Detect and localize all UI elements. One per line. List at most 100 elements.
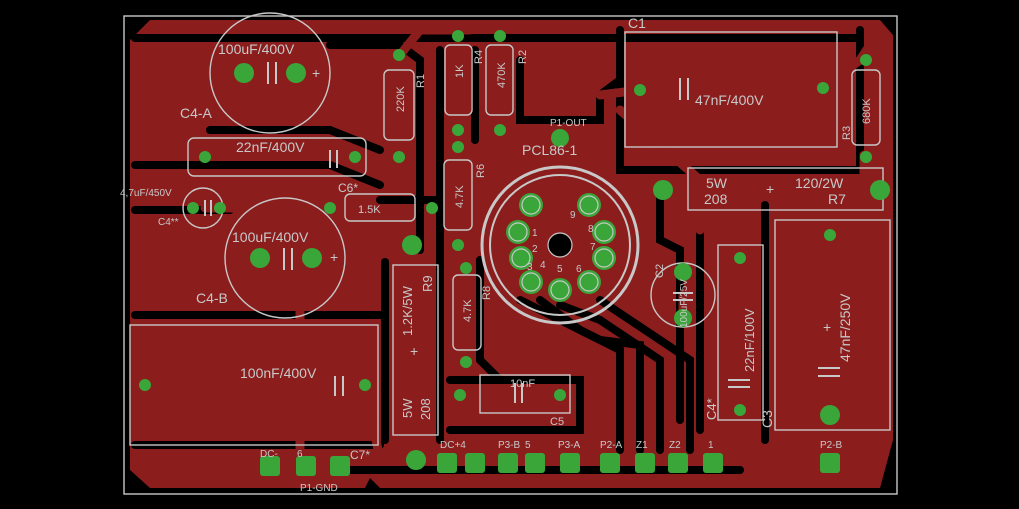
c6-outline — [187, 137, 367, 177]
pad-c4b-1 — [250, 248, 270, 268]
pad-r9-2 — [406, 450, 426, 470]
tube-pin-label-4: 4 — [540, 260, 546, 271]
plus-c4b: + — [330, 249, 338, 265]
r9-outline — [392, 264, 439, 436]
plus-c3: + — [823, 319, 831, 335]
pad-r4-1 — [452, 30, 464, 42]
conn-z1-label: Z1 — [636, 440, 648, 451]
c5-outline — [479, 374, 571, 414]
c3-ref: C3 — [759, 410, 775, 428]
pad-r8-2 — [460, 356, 472, 368]
pad-r6-1 — [452, 141, 464, 153]
r9-value: 1.2K/5W — [400, 285, 415, 336]
pad-p3a — [560, 453, 580, 473]
p1out-label: P1-OUT — [550, 118, 587, 129]
r9-power: 5W — [400, 398, 415, 418]
tube-pin-label-9: 9 — [570, 210, 576, 221]
c6-value: 22nF/400V — [236, 139, 305, 155]
conn-p2a-label: P2-A — [600, 440, 623, 451]
pad-r3-1 — [860, 54, 872, 66]
tube-pin-label-7: 7 — [590, 242, 596, 253]
tube-pin-label-6: 6 — [576, 264, 582, 275]
tube-pin-label-3: 3 — [527, 262, 533, 273]
pad-r1-1 — [393, 49, 405, 61]
c1-value: 47nF/400V — [695, 92, 764, 108]
pad-dcplus-1 — [437, 453, 457, 473]
r2-ref: R2 — [517, 50, 529, 64]
c7-value: 100nF/400V — [240, 365, 317, 381]
conn-z2-label: Z2 — [669, 440, 681, 451]
pad-c4s-1 — [734, 252, 746, 264]
r2-value: 470K — [496, 62, 508, 88]
tube-ref: PCL86-1 — [522, 142, 577, 158]
r3-outline — [851, 69, 881, 146]
conn-p3a-label: P3-A — [558, 440, 581, 451]
r3-value: 680K — [861, 98, 873, 124]
r1-outline — [383, 69, 415, 141]
c4a-value: 100uF/400V — [218, 41, 295, 57]
pad-c6-2 — [349, 151, 361, 163]
pad-c7-1 — [139, 379, 151, 391]
pad-r7-1 — [653, 180, 673, 200]
tube-pin-label-5: 5 — [557, 264, 563, 275]
c6-ref: C6* — [338, 181, 358, 195]
r7-value: 120/2W — [795, 175, 844, 191]
tube-pin-label-1: 1 — [532, 228, 538, 239]
pad-c4s-2 — [734, 404, 746, 416]
c2-ref: C2 — [654, 264, 666, 278]
pad-p3b — [498, 453, 518, 473]
c4a-ref: C4-A — [180, 105, 213, 121]
pad-r2-1 — [494, 30, 506, 42]
pad-dcplus-2 — [465, 453, 485, 473]
conn-gnd-label: P1-GND — [300, 483, 338, 494]
pad-r4-2 — [452, 124, 464, 136]
pad-z1 — [635, 453, 655, 473]
conn-1-label: 1 — [708, 440, 714, 451]
c5-ref: C5 — [550, 416, 564, 428]
c4s-outline — [717, 244, 764, 421]
plus-r7: + — [766, 181, 774, 197]
tube-pin-label-8: 8 — [588, 224, 594, 235]
r5-value: 1.5K — [358, 204, 381, 216]
pad-c4b-2 — [302, 248, 322, 268]
r8-value: 4.7K — [462, 299, 474, 322]
pad-r6-2 — [452, 239, 464, 251]
c4s-value: 22nF/100V — [742, 308, 757, 372]
pad-r1-2 — [393, 151, 405, 163]
silkscreen-outlines — [129, 12, 891, 446]
r3-ref: R3 — [841, 126, 853, 140]
r6-value: 4.7K — [454, 185, 466, 208]
conn-p2b-label: P2-B — [820, 440, 843, 451]
pad-c2-1 — [674, 263, 692, 281]
pad-c2-2 — [674, 309, 692, 327]
r1-ref: R1 — [415, 74, 427, 88]
r8-outline — [452, 274, 482, 351]
pad-c4dd-2 — [214, 202, 226, 214]
tube-pin-label-2: 2 — [532, 244, 538, 255]
c4a-outline — [209, 12, 331, 134]
pad-z2 — [668, 453, 688, 473]
pad-r5-2 — [426, 202, 438, 214]
pad-c5-1 — [454, 389, 466, 401]
c4b-value: 100uF/400V — [232, 229, 309, 245]
pad-c5-2 — [554, 389, 566, 401]
r4-value: 1K — [454, 64, 466, 78]
c4b-ref: C4-B — [196, 290, 228, 306]
r2-outline — [485, 44, 514, 116]
pad-5 — [525, 453, 545, 473]
pad-c1-1 — [634, 84, 646, 96]
pad-c6-1 — [199, 151, 211, 163]
plus-c4a: + — [312, 65, 320, 81]
r5-outline — [344, 193, 416, 222]
r6-ref: R6 — [475, 164, 487, 178]
pad-dcminus — [260, 456, 280, 476]
pads — [139, 30, 890, 470]
plus-r9: + — [410, 343, 418, 359]
pad-c7-2 — [359, 379, 371, 391]
pad-c4dd-1 — [187, 202, 199, 214]
pad-c4a-1 — [234, 63, 254, 83]
pad-p1out — [551, 129, 569, 147]
conn-dcplus-label: DC+4 — [440, 440, 466, 451]
c5-value: 10nF — [510, 378, 535, 390]
